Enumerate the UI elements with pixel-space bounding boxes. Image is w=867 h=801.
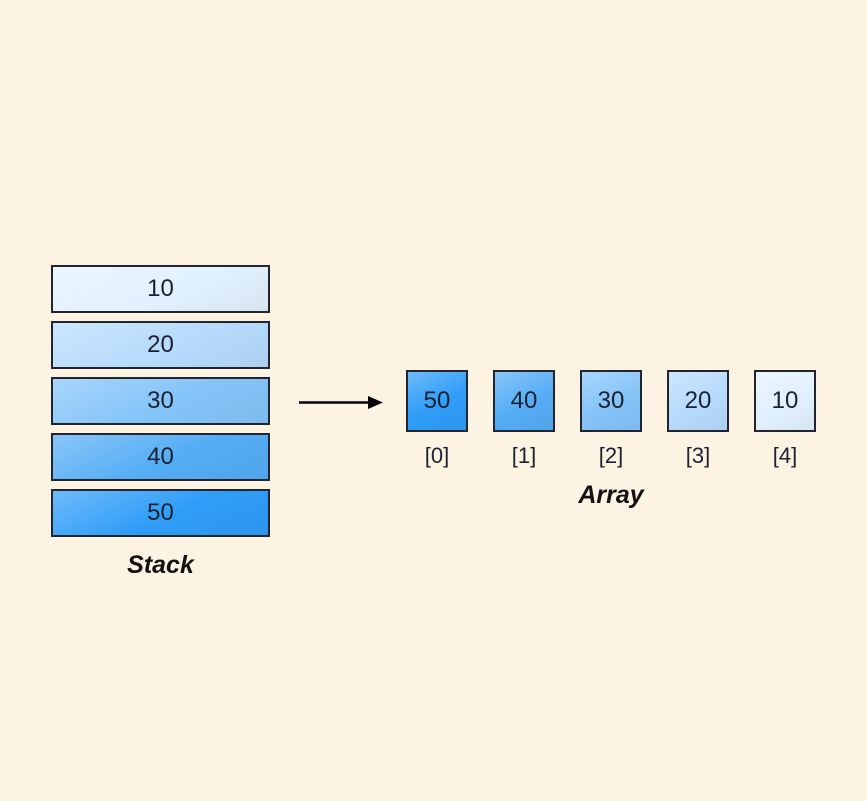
stack-item-0: 10: [51, 265, 270, 313]
stack-item-1: 20: [51, 321, 270, 369]
array-box-0: 50: [406, 370, 468, 432]
stack-item-4: 50: [51, 489, 270, 537]
stack-label: Stack: [127, 551, 194, 579]
array-cell-4: 10 [4]: [754, 370, 816, 468]
stack-group: 10 20 30 40 50 Stack: [51, 265, 270, 580]
stack-item-2: 30: [51, 377, 270, 425]
array-index-4: [4]: [772, 443, 798, 468]
array-group: 50 [0] 40 [1] 30 [2] 20 [3] 10 [4] Array: [406, 370, 816, 510]
array-box-4: 10: [754, 370, 816, 432]
array-index-2: [2]: [598, 443, 624, 468]
array-cell-3: 20 [3]: [667, 370, 729, 468]
array-box-1: 40: [493, 370, 555, 432]
array-cell-0: 50 [0]: [406, 370, 468, 468]
array-index-0: [0]: [424, 443, 450, 468]
array-box-2: 30: [580, 370, 642, 432]
array-cell-2: 30 [2]: [580, 370, 642, 468]
array-row: 50 [0] 40 [1] 30 [2] 20 [3] 10 [4]: [406, 370, 816, 468]
array-index-3: [3]: [685, 443, 711, 468]
array-cell-1: 40 [1]: [493, 370, 555, 468]
array-label: Array: [578, 481, 644, 509]
stack-item-3: 40: [51, 433, 270, 481]
array-box-3: 20: [667, 370, 729, 432]
array-index-1: [1]: [511, 443, 537, 468]
arrow-right-icon: [299, 396, 383, 409]
